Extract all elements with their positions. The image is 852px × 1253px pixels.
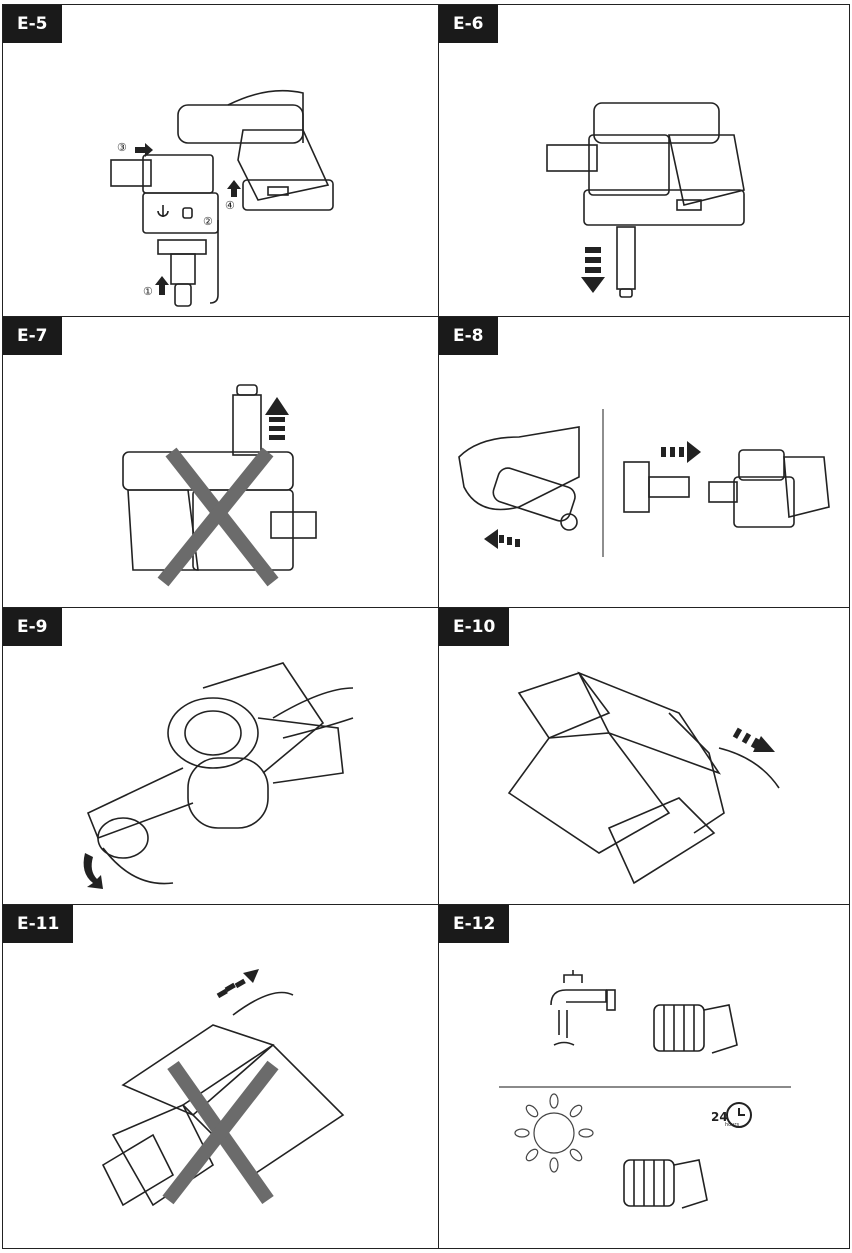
dashed-arrow-icon [155,276,169,295]
illustration-filter-removal [546,102,745,298]
illustration-bin-pull [507,671,780,885]
panel-label: E-6 [439,5,498,43]
illustration-wrong-handling [101,969,345,1207]
step-2: ② [203,215,213,228]
dashed-arrow-icon [135,143,153,157]
panel-label: E-7 [3,317,62,355]
prohibited-x-icon [157,447,279,587]
panel-label: E-8 [439,317,498,355]
step-1: ① [143,285,153,298]
panel-e5: E-5 [2,4,439,317]
faucet-icon [550,970,616,1046]
panel-label: E-12 [439,905,510,943]
step-4: ④ [225,199,235,212]
clock-icon [726,1102,752,1128]
dashed-arrow-icon [227,180,241,197]
panel-e8: E-8 [438,316,850,608]
dashed-arrow-icon [484,529,520,549]
panel-label: E-9 [3,608,62,646]
panel-label: E-5 [3,5,62,43]
panel-e6: E-6 [438,4,850,317]
filter-icon [623,1159,708,1209]
panel-label: E-10 [439,608,510,646]
panel-e12: E-12 [438,904,850,1249]
illustration-filter-reassembly [458,409,830,557]
dashed-arrow-icon [732,727,775,752]
badge-unit: hours [725,1122,739,1128]
panel-e9: E-9 [2,607,439,905]
filter-icon [653,1004,738,1054]
prohibited-x-icon [162,1060,279,1205]
panel-e11: E-11 [2,904,439,1249]
illustration-wash-and-dry: 24 hours [499,970,791,1209]
panel-e7: E-7 [2,316,439,608]
illustration-head-detach [83,662,354,889]
illustration-filter-assembly: ③ ② ④ ① [110,89,334,307]
dashed-arrow-icon [581,247,605,293]
panel-e10: E-10 [438,607,850,905]
badge-number: 24 [711,1110,728,1124]
curved-arrow-icon [83,853,103,889]
step-3: ③ [117,141,127,154]
panel-label: E-11 [3,905,74,943]
sun-icon [514,1093,594,1173]
illustration-wrong-removal [122,384,317,587]
dashed-arrow-icon [661,441,701,463]
dashed-arrow-icon [265,397,289,440]
dashed-arrow-icon [216,969,259,999]
